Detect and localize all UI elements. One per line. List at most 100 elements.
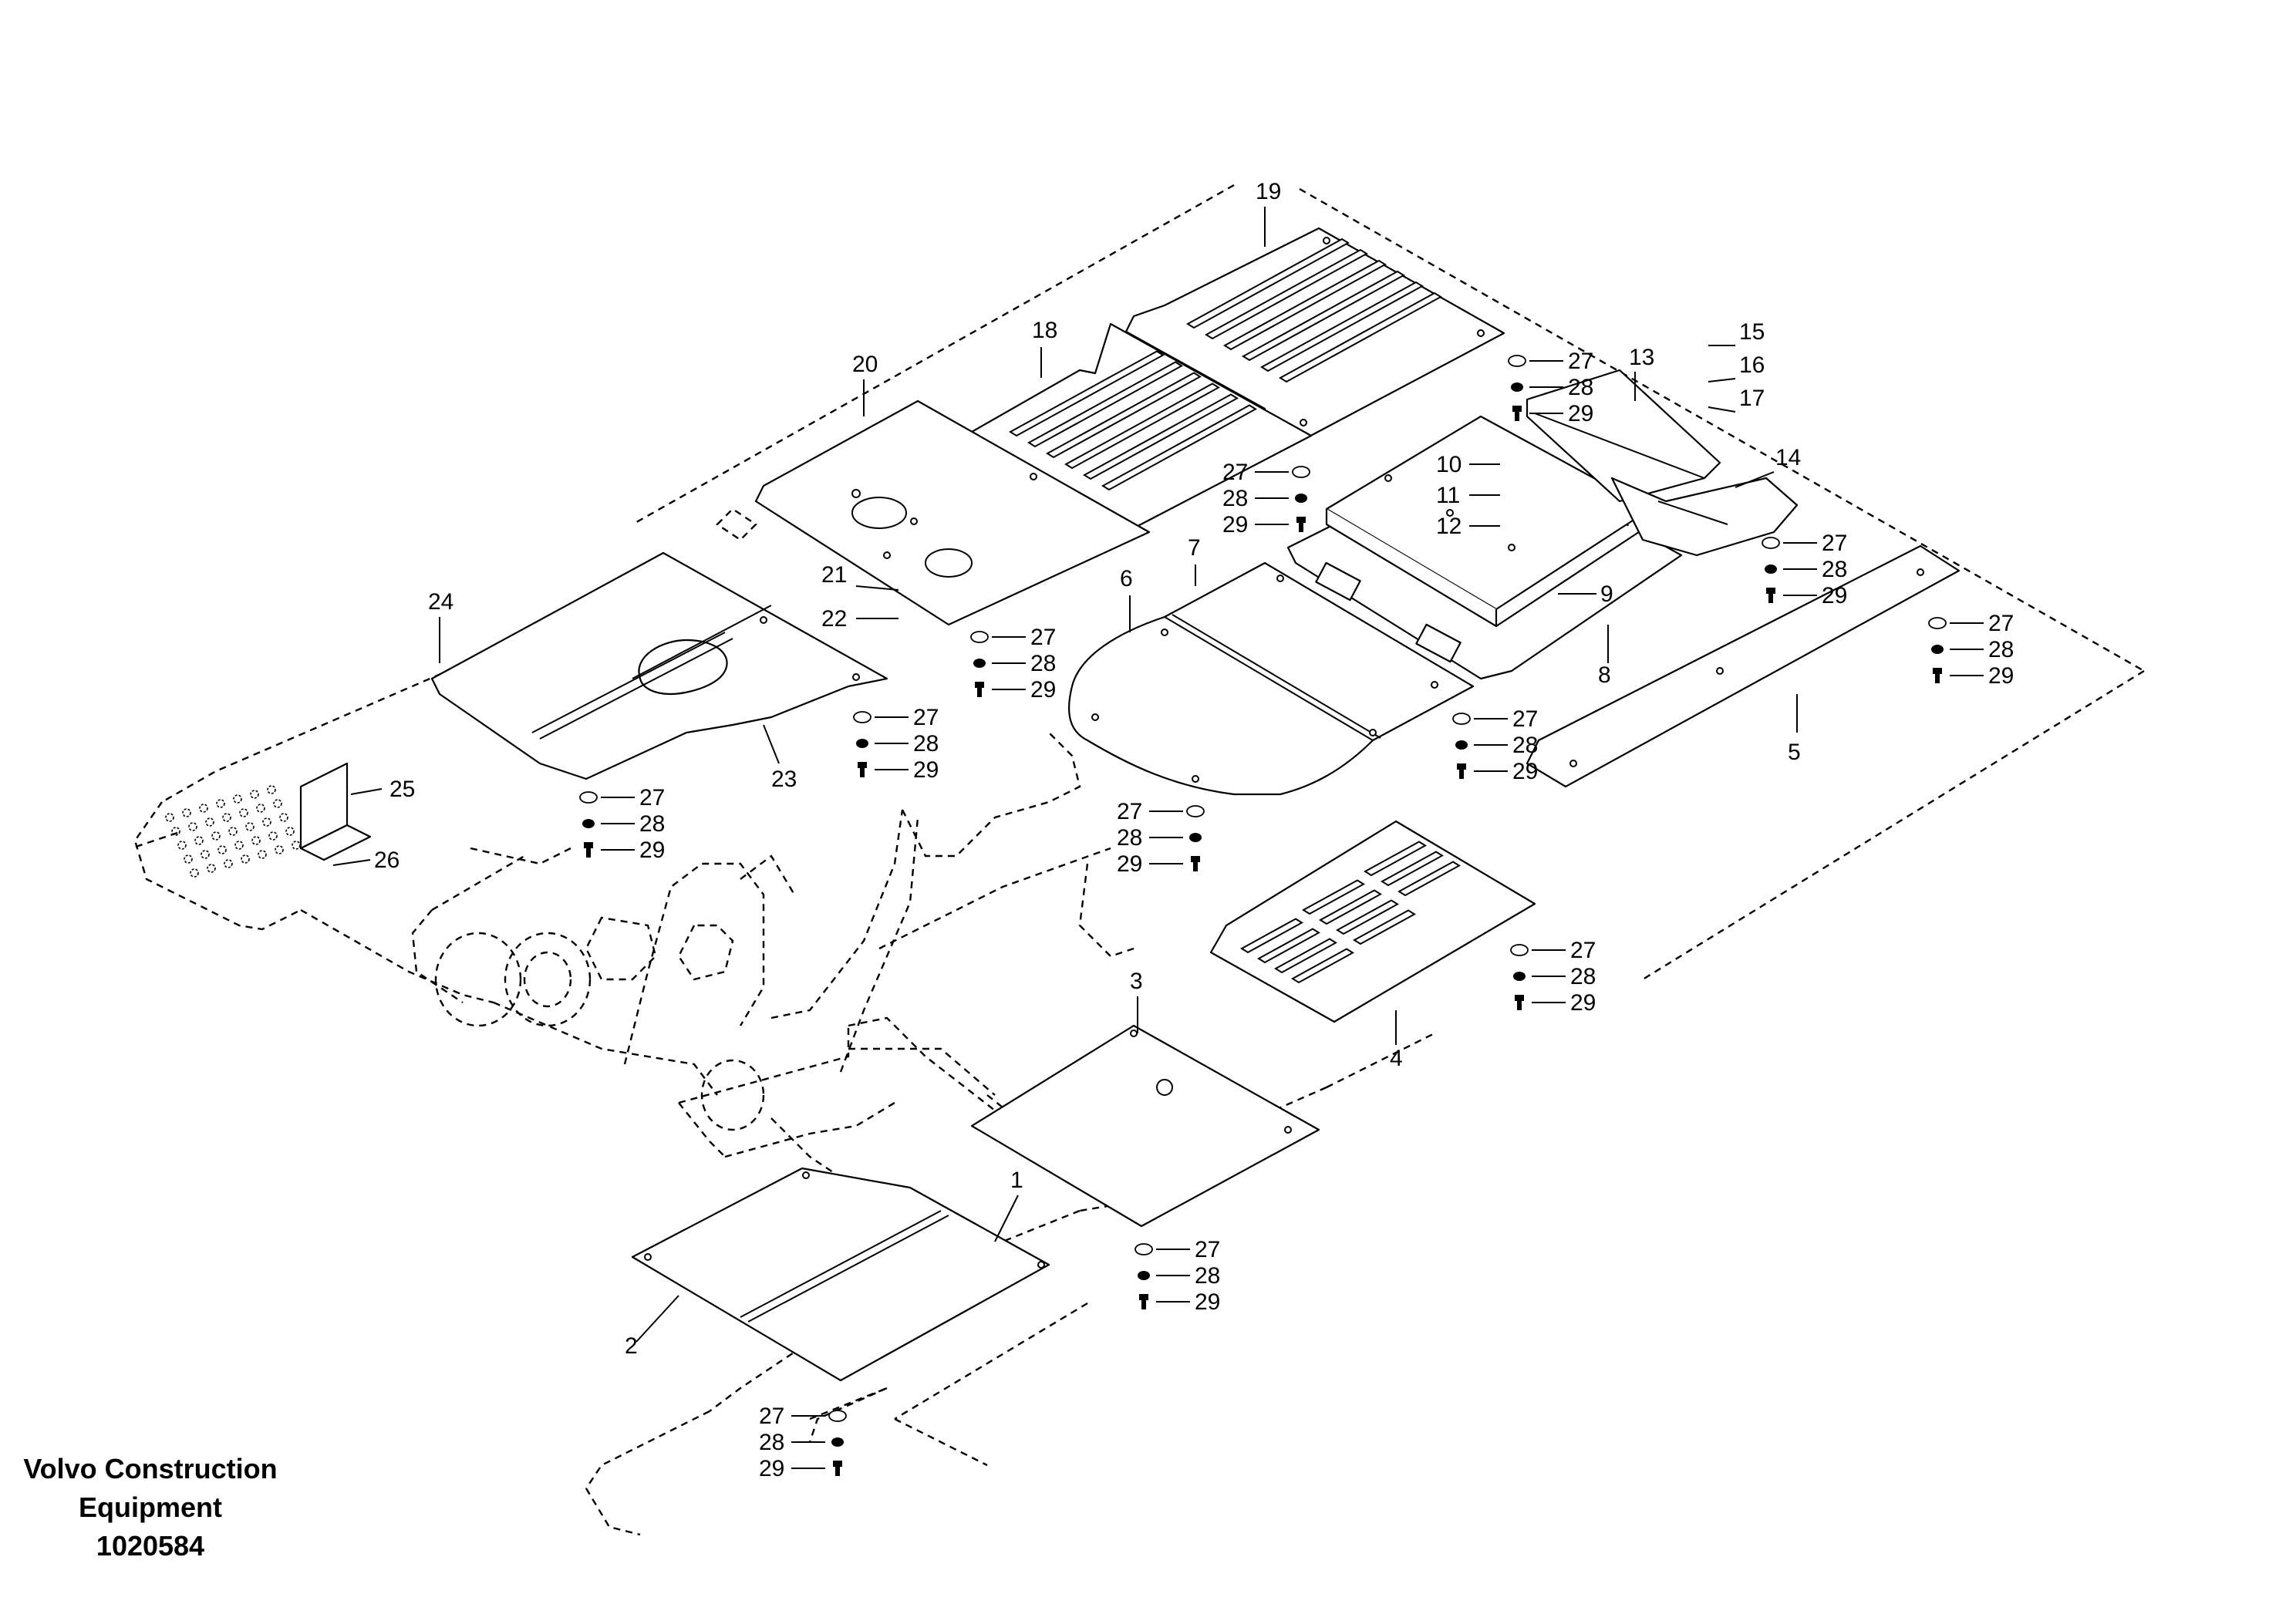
bolt-icon	[1933, 668, 1942, 674]
grid-cell	[216, 799, 225, 808]
louver-slot	[1223, 259, 1387, 351]
bolt-icon	[1457, 763, 1466, 770]
grid-cell	[250, 790, 259, 799]
callout-15: 15	[1739, 319, 1765, 345]
grid-cell	[262, 817, 271, 827]
louver-slot	[1101, 404, 1257, 491]
grid-cell	[222, 813, 231, 822]
louver-slot	[1364, 841, 1427, 877]
bolt-icon	[1139, 1294, 1148, 1300]
callout-23: 23	[771, 767, 797, 792]
washer-icon	[1135, 1243, 1153, 1255]
callout-21: 21	[821, 562, 847, 588]
grid-cell	[239, 808, 248, 817]
callout-leader-1	[994, 1195, 1019, 1242]
callout-28: 28	[1030, 651, 1056, 676]
callout-29: 29	[1988, 663, 2014, 689]
bolt-icon	[1766, 588, 1775, 594]
louver-slot	[1319, 889, 1382, 925]
grid-cell	[184, 854, 193, 864]
callout-22: 22	[821, 606, 847, 632]
grid-cell	[273, 799, 282, 808]
bolt-icon	[584, 842, 593, 848]
callout-28: 28	[1568, 375, 1593, 400]
lock-washer-icon	[1931, 645, 1944, 654]
callout-leader-21	[855, 585, 899, 591]
grid-cell	[188, 822, 197, 831]
callout-9: 9	[1600, 581, 1613, 607]
lock-washer-icon	[831, 1437, 844, 1447]
grid-cell	[275, 845, 284, 854]
louver-slot	[1257, 928, 1320, 964]
callout-leader-14	[1735, 471, 1775, 488]
bolt-icon	[1191, 856, 1200, 862]
callout-27: 27	[1570, 938, 1596, 963]
grid-cell	[201, 850, 210, 859]
grid-cell	[177, 841, 187, 850]
louver-slot	[1336, 899, 1399, 935]
bolt-icon	[1296, 517, 1306, 523]
callout-28: 28	[1117, 825, 1142, 851]
part-24-23-cover	[430, 551, 888, 780]
callout-19: 19	[1256, 179, 1281, 204]
callout-7: 7	[1188, 535, 1201, 561]
washer-icon	[1186, 805, 1205, 817]
part-6-7-cover	[1068, 561, 1475, 796]
washer-icon	[1510, 944, 1529, 956]
lock-washer-icon	[1295, 494, 1307, 503]
grid-cell	[190, 868, 199, 878]
bolt-shank-icon	[1459, 770, 1464, 779]
lock-washer-icon	[582, 819, 595, 828]
callout-29: 29	[1570, 990, 1596, 1016]
callout-14: 14	[1775, 445, 1801, 470]
callout-28: 28	[639, 811, 665, 837]
callout-29: 29	[1512, 759, 1538, 784]
washer-icon	[853, 711, 872, 723]
grid-cell	[224, 859, 233, 868]
callout-27: 27	[1117, 799, 1142, 824]
grid-cell	[268, 831, 278, 841]
callout-1: 1	[1010, 1168, 1023, 1193]
lock-washer-icon	[1513, 972, 1526, 981]
footer-code: 1020584	[96, 1530, 205, 1562]
bolt-shank-icon	[1768, 594, 1773, 603]
radiator-grid-hatch	[165, 785, 301, 878]
grid-cell	[205, 817, 214, 827]
callout-2: 2	[625, 1333, 638, 1359]
callout-27: 27	[1222, 460, 1248, 485]
louver-slot	[1274, 938, 1337, 974]
bolt-shank-icon	[835, 1467, 840, 1476]
callout-12: 12	[1436, 514, 1462, 539]
bolt-icon	[833, 1461, 842, 1467]
callout-29: 29	[639, 837, 665, 863]
callout-20: 20	[852, 352, 878, 377]
callout-28: 28	[913, 731, 939, 757]
callout-leader-26	[332, 859, 371, 866]
grid-cell	[233, 794, 242, 804]
louver-slot	[1009, 350, 1165, 437]
callout-29: 29	[1195, 1289, 1220, 1315]
callout-28: 28	[1222, 486, 1248, 511]
lock-washer-icon	[1455, 740, 1468, 750]
grid-cell	[228, 827, 238, 836]
lock-washer-icon	[1511, 383, 1523, 392]
callout-29: 29	[1117, 851, 1142, 877]
louver-slot	[1083, 393, 1239, 480]
callout-27: 27	[913, 705, 939, 730]
louver-slot	[1046, 372, 1202, 459]
part-1-2-plate	[631, 1167, 1050, 1382]
grid-cell	[279, 813, 288, 822]
grid-cell	[245, 822, 255, 831]
bolt-icon	[1512, 406, 1522, 412]
callout-5: 5	[1788, 740, 1801, 765]
callout-28: 28	[759, 1430, 784, 1455]
callout-18: 18	[1032, 318, 1057, 343]
louver-slot	[1397, 861, 1461, 897]
washer-icon	[828, 1410, 847, 1422]
washer-icon	[1928, 617, 1947, 629]
